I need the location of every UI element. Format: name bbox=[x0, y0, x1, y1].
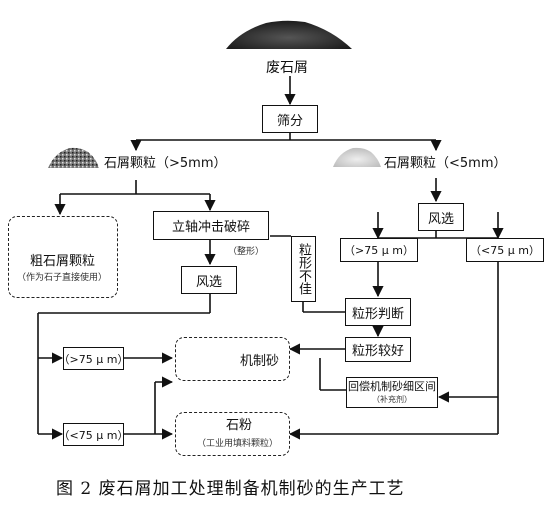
coarse-product-label: 粗石屑颗粒 bbox=[30, 254, 96, 269]
coarse-product-note: （作为石子直接使用） bbox=[17, 273, 108, 283]
stone-powder-note: （工业用填料颗粒） bbox=[197, 439, 279, 449]
machine-sand-label: 机制砂 bbox=[240, 354, 280, 369]
waste-pile-image bbox=[226, 20, 352, 49]
bad-shape-box: 粒形不佳 bbox=[291, 236, 316, 302]
right-gt-box: （>75 μ m） bbox=[340, 238, 418, 262]
shape-good-box: 粒形较好 bbox=[345, 337, 411, 362]
compensate-box: 回偿机制砂细区间 （补充剂） bbox=[346, 377, 438, 408]
top-label: 废石屑 bbox=[266, 60, 308, 76]
fine-pile-image bbox=[333, 147, 381, 167]
coarse-pile-image bbox=[48, 147, 99, 168]
shaping-note: （整形） bbox=[228, 247, 265, 257]
bad-shape-label: 粒形不佳 bbox=[296, 243, 311, 295]
fine-label: 石屑颗粒（<5mm） bbox=[384, 156, 507, 171]
machine-sand-container bbox=[175, 337, 290, 381]
coarse-product-container bbox=[8, 216, 118, 298]
air-separation-right-box: 风选 bbox=[418, 203, 464, 231]
figure-caption: 图 2 废石屑加工处理制备机制砂的生产工艺 bbox=[56, 479, 405, 499]
left-gt-box: （>75 μ m） bbox=[59, 347, 128, 370]
left-lt-box: （<75 μ m） bbox=[59, 423, 128, 446]
coarse-label: 石屑颗粒（>5mm） bbox=[104, 156, 227, 171]
crusher-box: 立轴冲击破碎 bbox=[153, 211, 269, 240]
stone-powder-container bbox=[175, 412, 290, 456]
screen-box: 筛分 bbox=[262, 105, 318, 133]
compensate-label: 回偿机制砂细区间 bbox=[348, 379, 436, 393]
air-separation-left-box: 风选 bbox=[181, 266, 237, 294]
compensate-note: （补充剂） bbox=[372, 394, 412, 404]
stone-powder-label: 石粉 bbox=[226, 418, 253, 433]
shape-judge-box: 粒形判断 bbox=[345, 298, 411, 326]
right-lt-box: （<75 μ m） bbox=[466, 238, 544, 262]
